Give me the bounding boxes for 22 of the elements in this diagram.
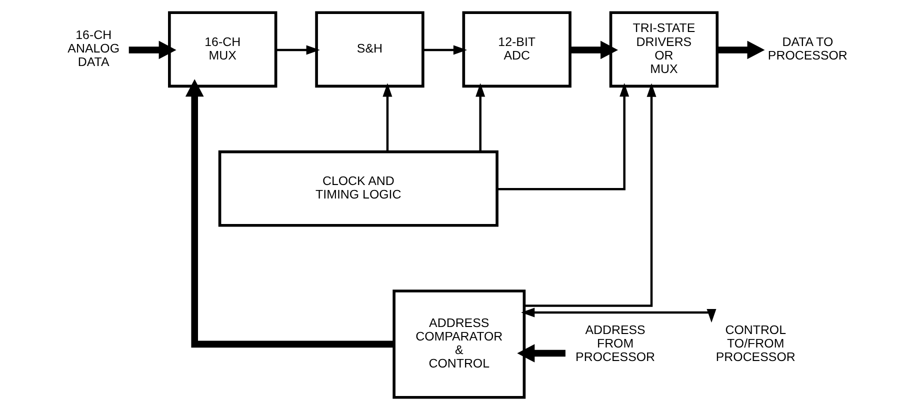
- arrow: [570, 40, 618, 60]
- arrow: [524, 83, 656, 307]
- node-box: 16-CH MUX: [168, 11, 277, 88]
- node-text: CONTROL TO/FROM PROCESSOR: [715, 322, 795, 364]
- arrow: [475, 83, 485, 152]
- node-box: CLOCK AND TIMING LOGIC: [218, 150, 498, 227]
- arrow: [516, 344, 565, 362]
- node-text: ADDRESS FROM PROCESSOR: [575, 322, 655, 364]
- node-text: DATA TO PROCESSOR: [767, 34, 847, 62]
- arrow: [276, 45, 320, 55]
- node-box: TRI-STATE DRIVERS OR MUX: [608, 11, 718, 88]
- arrow: [716, 40, 764, 60]
- arrow: [184, 79, 394, 348]
- arrow: [128, 40, 176, 60]
- node-box: ADDRESS COMPARATOR & CONTROL: [392, 290, 526, 399]
- arrow: [496, 83, 629, 190]
- node-text: 16-CH ANALOG DATA: [67, 28, 120, 70]
- arrow: [422, 45, 467, 55]
- arrow: [382, 83, 392, 152]
- arrow: [520, 308, 716, 323]
- node-box: 12-BIT ADC: [462, 11, 571, 88]
- node-box: S&H: [314, 11, 424, 88]
